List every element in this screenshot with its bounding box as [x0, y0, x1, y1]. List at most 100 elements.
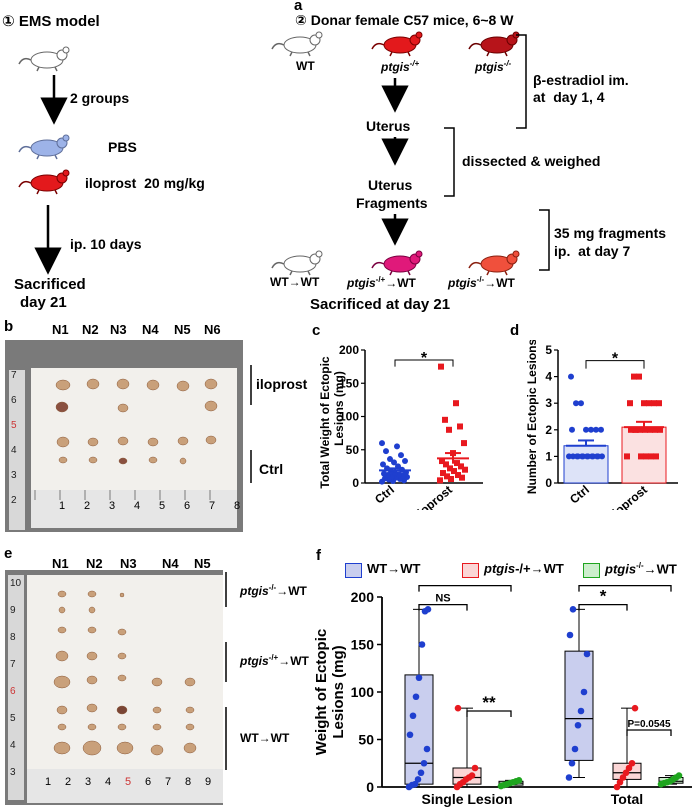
group-pbs: PBS [108, 139, 137, 155]
data-point [383, 448, 389, 455]
data-point [454, 704, 462, 712]
mouse-icon [371, 250, 423, 276]
data-point [641, 400, 647, 407]
photo-e-marks [8, 575, 223, 803]
data-point [459, 474, 465, 481]
single-ns-label: NS [435, 593, 450, 605]
data-point [647, 426, 653, 433]
x-tick-label: Total [611, 791, 643, 807]
data-point [652, 426, 658, 433]
data-point [627, 400, 633, 407]
photo-e-brackets [225, 572, 227, 770]
data-point [568, 759, 576, 767]
panel-a-letter: a [294, 0, 303, 14]
data-point [442, 416, 448, 423]
data-point [565, 774, 573, 781]
panel-e-letter: e [4, 545, 13, 562]
legend-label-het: ptgis-/+→WT [484, 561, 564, 576]
photo-b-marks [9, 370, 237, 530]
panel-b-letter: b [4, 318, 14, 335]
y-tick-label: 50 [346, 443, 360, 457]
data-point [574, 721, 582, 729]
data-point [444, 473, 450, 480]
label-uterus-fragments-2: Fragments [356, 195, 428, 211]
significance-mark: * [612, 351, 619, 368]
step-2-groups: 2 groups [70, 90, 130, 106]
data-point [415, 674, 423, 682]
label-uterus: Uterus [366, 118, 411, 134]
panel-a-drawing [18, 31, 550, 276]
step-ip-10-days: ip. 10 days [70, 236, 142, 252]
data-point [632, 426, 638, 433]
lesion-photo-b: 1 2 3 4 5 6 7 8 7 6 5 4 3 2 [5, 340, 243, 532]
data-point [406, 731, 414, 739]
data-point [569, 426, 575, 433]
y-tick-label: 5 [545, 343, 552, 357]
data-point [571, 745, 579, 753]
y-tick-label: 150 [351, 637, 375, 653]
data-point [515, 777, 523, 784]
x-tick-label: Ctrl [372, 483, 397, 507]
label-iloprost-b: iloprost [256, 376, 308, 392]
data-point [447, 465, 453, 472]
data-point [402, 458, 408, 465]
data-point [657, 426, 663, 433]
recipient-het: ptgis-/+→WT [347, 275, 416, 290]
y-tick-label: 200 [351, 589, 375, 605]
total-wt-ko-label: ** [618, 585, 632, 587]
data-point [439, 458, 445, 465]
data-point [625, 764, 633, 772]
data-point [438, 363, 444, 370]
photo-b-brackets [250, 365, 252, 483]
data-point [593, 426, 599, 433]
y-axis-label: Weight of EctopicLesions (mg) [313, 629, 347, 755]
data-point [468, 772, 476, 779]
box [564, 650, 594, 761]
end-day-21: day 21 [20, 294, 67, 311]
mouse-icon [18, 134, 70, 160]
data-point [613, 783, 621, 791]
total-wt-ko-bracket [578, 585, 672, 592]
mouse-icon [468, 31, 520, 57]
data-point [417, 769, 425, 777]
data-point [584, 453, 590, 460]
legend-swatch-het [462, 563, 479, 578]
recipient-ko: ptgis-/-→WT [448, 275, 515, 290]
data-point [642, 426, 648, 433]
data-point [566, 631, 574, 639]
data-point [387, 456, 393, 463]
single-het-ko-label: ** [482, 693, 496, 712]
data-point [411, 780, 419, 788]
single-wt-ko-bracket [418, 585, 512, 592]
data-point [631, 704, 639, 712]
y-tick-label: 2 [545, 423, 552, 437]
data-point [446, 426, 452, 433]
y-tick-label: 1 [545, 449, 552, 463]
bracket-fragments-1: 35 mg fragments [554, 225, 667, 241]
data-point [457, 423, 463, 430]
data-point [648, 453, 654, 460]
recipient-wt: WT→WT [270, 275, 320, 289]
data-point [589, 453, 595, 460]
data-point [656, 400, 662, 407]
data-point [455, 472, 461, 479]
data-point [599, 453, 605, 460]
legend-label-wt: WT→WT [367, 561, 421, 576]
data-point [462, 466, 468, 473]
bracket-dissected: dissected & weighed [462, 153, 601, 169]
data-point [409, 712, 417, 720]
data-point [616, 778, 624, 786]
total-wt-het-bracket [578, 603, 628, 611]
data-point [675, 772, 683, 779]
data-point [583, 650, 591, 658]
data-point [423, 745, 431, 753]
bracket-estradiol-1: β-estradiol im. [533, 72, 629, 88]
data-point [653, 453, 659, 460]
data-point [580, 688, 588, 696]
mouse-icon [18, 169, 70, 195]
label-wt-e: WT→WT [240, 731, 290, 745]
y-tick-label: 100 [351, 684, 375, 700]
data-point [638, 453, 644, 460]
data-point [453, 400, 459, 407]
bracket-fragments-2: ip. at day 7 [554, 243, 631, 259]
